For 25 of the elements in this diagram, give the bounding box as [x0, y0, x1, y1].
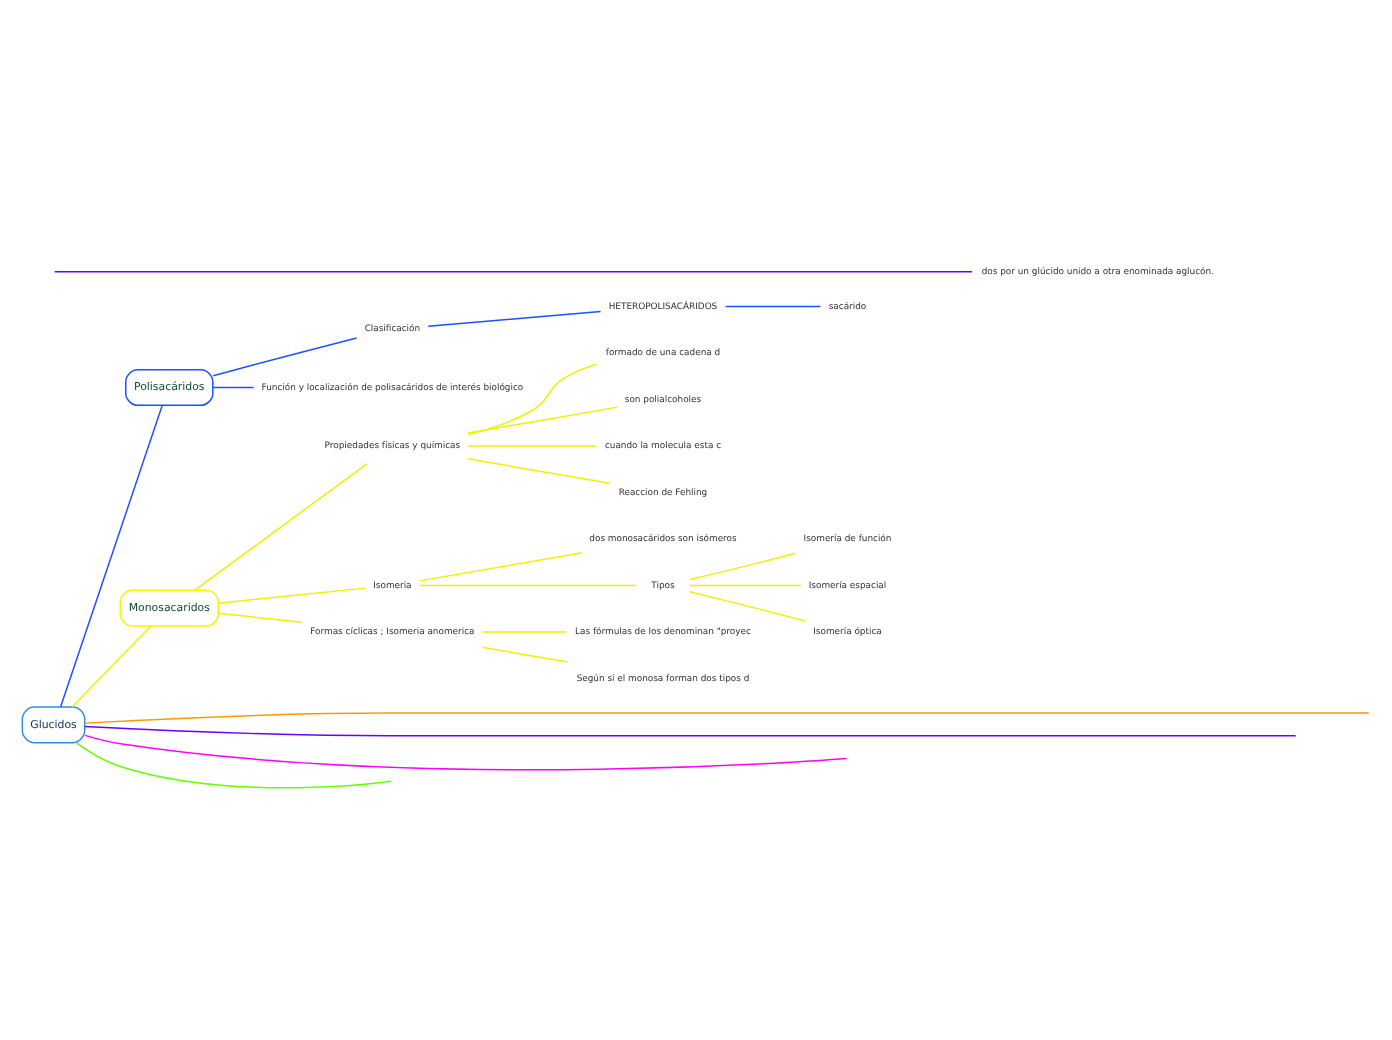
connector: [689, 583, 802, 586]
connector: [212, 385, 255, 388]
connector: [481, 645, 569, 662]
connector: [467, 362, 598, 435]
connector: [212, 336, 358, 376]
connector: [71, 624, 152, 707]
connector: [467, 457, 611, 484]
connector: [689, 590, 806, 621]
connector: [84, 733, 848, 770]
connector: [194, 462, 368, 590]
connector: [481, 630, 567, 632]
connector: [83, 724, 1297, 736]
connector: [83, 711, 1370, 723]
connector: [724, 304, 822, 307]
connector: [689, 551, 796, 580]
connector: [418, 551, 583, 581]
connector: [75, 741, 393, 788]
connector: [217, 611, 303, 623]
connector: [427, 309, 602, 326]
connector: [467, 444, 597, 446]
connector: [59, 403, 164, 707]
connector: [418, 583, 637, 586]
connector: [217, 586, 366, 603]
connector: [467, 405, 619, 433]
connector: [53, 270, 973, 272]
